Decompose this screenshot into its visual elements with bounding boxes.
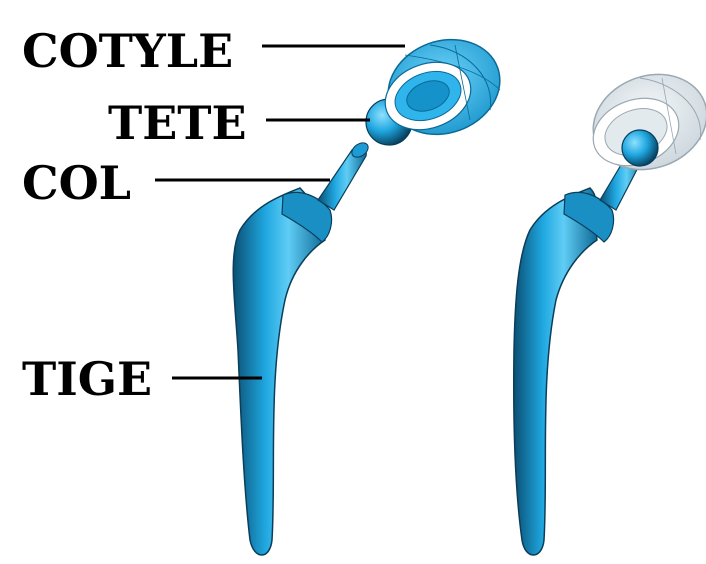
label-tige: TIGE xyxy=(22,356,152,402)
label-col: COL xyxy=(22,160,131,206)
femoral-neck-exploded xyxy=(318,140,371,210)
femoral-stem-assembled xyxy=(514,147,645,555)
femoral-stem-exploded xyxy=(233,188,331,555)
label-tete: TETE xyxy=(108,100,247,146)
label-cotyle: COTYLE xyxy=(22,28,233,74)
acetabular-cup-assembled xyxy=(580,59,706,185)
